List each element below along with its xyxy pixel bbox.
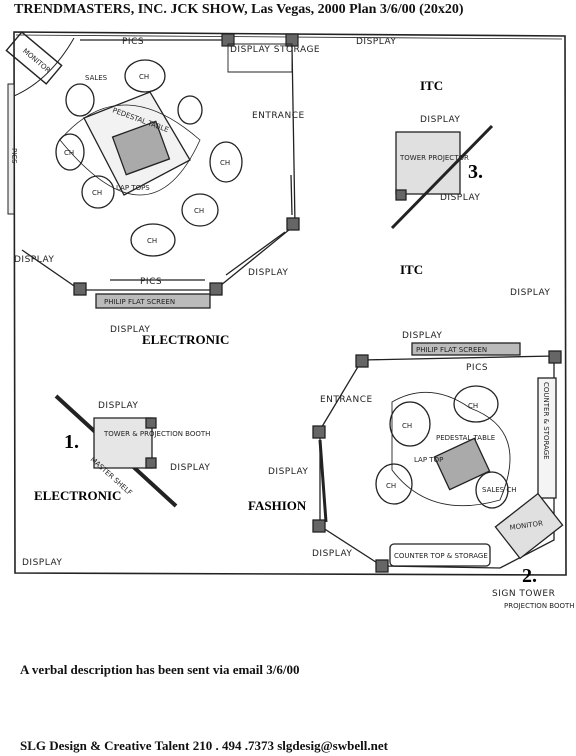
- entrance-top-label: ENTRANCE: [252, 111, 305, 121]
- electronic-zone-top: ELECTRONIC: [142, 332, 229, 347]
- number-3: 3.: [468, 161, 483, 183]
- display-top-label: DISPLAY: [356, 37, 396, 47]
- chair-3-label: CH: [92, 189, 102, 197]
- number-2: 2.: [522, 565, 537, 587]
- chair-1-label: CH: [139, 73, 149, 81]
- counter-storage-label: COUNTER & STORAGE: [542, 382, 550, 460]
- countertop-storage-label: COUNTER TOP & STORAGE: [394, 552, 488, 560]
- tower-projector-label: TOWER PROJECTOR: [399, 154, 469, 162]
- chair-4-label: CH: [147, 237, 157, 245]
- pics-left-label: PICS: [10, 148, 18, 164]
- pics-fashion-label: PICS: [466, 363, 488, 373]
- pedestal-table-2-label: PEDESTAL TABLE: [436, 434, 495, 442]
- fashion-zone: FASHION: [248, 498, 307, 513]
- display-storage-label: DISPLAY STORAGE: [230, 45, 320, 55]
- floor-plan-sketch: MONITOR PICS PICS DISPLAY STORAGE DISPLA…: [5, 31, 575, 610]
- monitor-label: MONITOR: [21, 47, 52, 75]
- chair-7-label: CH: [402, 422, 412, 430]
- itc-zone-mid: ITC: [400, 262, 423, 277]
- philip-screen-2-label: PHILIP FLAT SCREEN: [416, 346, 487, 354]
- philip-screen-label: PHILIP FLAT SCREEN: [104, 298, 175, 306]
- display-fashion-label: DISPLAY: [402, 331, 442, 341]
- electronic-booth-top: [21, 45, 300, 309]
- display-1-label: DISPLAY: [98, 401, 138, 411]
- display-1b-label: DISPLAY: [170, 463, 210, 473]
- chair-6-label: CH: [220, 159, 230, 167]
- pedestal-table-top: [55, 59, 243, 257]
- sales-ch-label: SALES CH: [482, 486, 517, 494]
- chair-5-label: CH: [194, 207, 204, 215]
- tower-booth-1: [54, 394, 178, 508]
- sales-label: SALES: [85, 74, 108, 82]
- entrance-fashion-label: ENTRANCE: [320, 395, 373, 405]
- description-note: A verbal description has been sent via e…: [20, 662, 300, 677]
- pics-top-label: PICS: [122, 37, 144, 47]
- monitor-corner: [5, 31, 75, 215]
- tower-booth-label: TOWER & PROJECTION BOOTH: [103, 430, 210, 438]
- chair-8-label: CH: [468, 402, 478, 410]
- chair-9-label: CH: [386, 482, 396, 490]
- page-title: TRENDMASTERS, INC. JCK SHOW, Las Vegas, …: [14, 2, 464, 17]
- laptop-label: LAP TOP: [414, 456, 443, 464]
- display-fashion-bottom-label: DISPLAY: [312, 549, 352, 559]
- company-footer: SLG Design & Creative Talent 210 . 494 .…: [20, 738, 388, 753]
- display-itc-2-label: DISPLAY: [440, 193, 480, 203]
- itc-zone-top: ITC: [420, 78, 443, 93]
- laptops-label: LAP TOPS: [116, 184, 150, 192]
- fashion-booth: [312, 342, 564, 573]
- display-bottom-left-label: DISPLAY: [22, 558, 62, 568]
- sign-tower-label: SIGN TOWER: [492, 589, 555, 599]
- display-screen-label: DISPLAY: [110, 325, 150, 335]
- display-itc-label: DISPLAY: [420, 115, 460, 125]
- pics-booth-label: PICS: [140, 277, 162, 287]
- display-left-label: DISPLAY: [14, 255, 54, 265]
- electronic-zone-bottom: ELECTRONIC: [34, 488, 121, 503]
- display-right-label: DISPLAY: [510, 288, 550, 298]
- number-1: 1.: [64, 431, 79, 453]
- projection-booth-label: PROJECTION BOOTH: [504, 602, 575, 610]
- display-fashion-left-label: DISPLAY: [268, 467, 308, 477]
- chair-2-label: CH: [64, 149, 74, 157]
- tower-projector-3: [390, 124, 494, 230]
- display-diag-label: DISPLAY: [248, 268, 288, 278]
